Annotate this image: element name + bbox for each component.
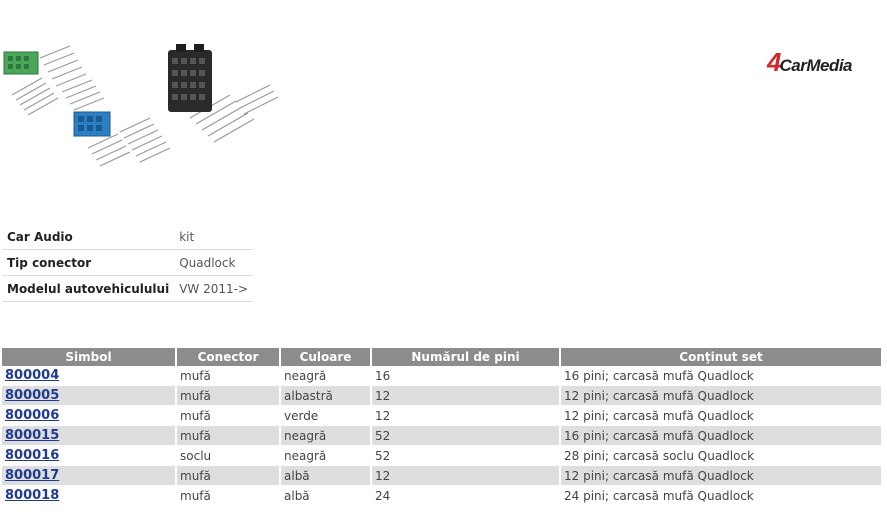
table-row: 800016 soclu neagră 52 28 pini; carcasă …	[2, 445, 881, 466]
cell-conector: mufă	[176, 485, 281, 506]
cell-culoare: neagră	[280, 445, 372, 466]
spec-row: Modelul autovehiculului VW 2011->	[2, 275, 253, 302]
cell-continut: 12 pini; carcasă mufă Quadlock	[560, 465, 881, 486]
col-header-culoare: Culoare	[280, 348, 372, 366]
spec-label: Tip conector	[2, 249, 175, 276]
blue-connector	[73, 111, 111, 137]
col-header-pini: Numărul de pini	[371, 348, 561, 366]
cell-conector: mufă	[176, 385, 281, 406]
part-link-800016[interactable]: 800016	[5, 448, 60, 463]
part-link-800018[interactable]: 800018	[5, 488, 60, 503]
part-link-800006[interactable]: 800006	[5, 408, 60, 423]
cell-pini: 52	[371, 425, 561, 446]
cell-conector: soclu	[176, 445, 281, 466]
spec-label: Modelul autovehiculului	[2, 275, 175, 302]
col-header-conector: Conector	[176, 348, 281, 366]
cell-continut: 16 pini; carcasă mufă Quadlock	[560, 425, 881, 446]
spec-label: Car Audio	[2, 224, 175, 250]
cell-continut: 16 pini; carcasă mufă Quadlock	[560, 366, 881, 386]
cell-conector: mufă	[176, 465, 281, 486]
spec-row: Car Audio kit	[2, 224, 253, 250]
cell-conector: mufă	[176, 366, 281, 386]
cell-pini: 12	[371, 465, 561, 486]
parts-header-row: Simbol Conector Culoare Numărul de pini …	[2, 348, 881, 366]
spec-value: Quadlock	[174, 249, 253, 276]
col-header-simbol: Simbol	[2, 348, 177, 366]
green-connector	[3, 51, 39, 75]
cell-pini: 12	[371, 385, 561, 406]
cell-culoare: albă	[280, 485, 372, 506]
parts-table: Simbol Conector Culoare Numărul de pini …	[2, 348, 881, 506]
cell-culoare: albă	[280, 465, 372, 486]
table-row: 800006 mufă verde 12 12 pini; carcasă mu…	[2, 405, 881, 426]
cell-continut: 12 pini; carcasă mufă Quadlock	[560, 385, 881, 406]
logo-text: CarMedia	[779, 56, 852, 75]
cell-culoare: albastră	[280, 385, 372, 406]
col-header-continut: Conţinut set	[560, 348, 881, 366]
part-link-800017[interactable]: 800017	[5, 468, 60, 483]
cell-pini: 52	[371, 445, 561, 466]
cell-conector: mufă	[176, 405, 281, 426]
spec-value: kit	[174, 224, 253, 250]
table-row: 800004 mufă neagră 16 16 pini; carcasă m…	[2, 366, 881, 386]
cell-culoare: neagră	[280, 366, 372, 386]
table-row: 800005 mufă albastră 12 12 pini; carcasă…	[2, 385, 881, 406]
cell-continut: 24 pini; carcasă mufă Quadlock	[560, 485, 881, 506]
cell-pini: 12	[371, 405, 561, 426]
part-link-800005[interactable]: 800005	[5, 388, 60, 403]
cell-continut: 28 pini; carcasă soclu Quadlock	[560, 445, 881, 466]
table-row: 800017 mufă albă 12 12 pini; carcasă muf…	[2, 465, 881, 486]
product-image	[3, 44, 279, 167]
part-link-800015[interactable]: 800015	[5, 428, 60, 443]
spec-row: Tip conector Quadlock	[2, 249, 253, 276]
part-link-800004[interactable]: 800004	[5, 368, 60, 383]
brand-logo: 4CarMedia	[767, 46, 882, 78]
cell-pini: 16	[371, 366, 561, 386]
cell-conector: mufă	[176, 425, 281, 446]
black-quadlock-connector	[168, 44, 212, 112]
table-row: 800015 mufă neagră 52 16 pini; carcasă m…	[2, 425, 881, 446]
cell-culoare: neagră	[280, 425, 372, 446]
spec-value: VW 2011->	[174, 275, 253, 302]
cell-pini: 24	[371, 485, 561, 506]
specs-table: Car Audio kit Tip conector Quadlock Mode…	[2, 224, 253, 302]
cell-culoare: verde	[280, 405, 372, 426]
pin-strips	[11, 45, 279, 167]
table-row: 800018 mufă albă 24 24 pini; carcasă muf…	[2, 485, 881, 506]
cell-continut: 12 pini; carcasă mufă Quadlock	[560, 405, 881, 426]
logo-four: 4	[767, 47, 782, 77]
